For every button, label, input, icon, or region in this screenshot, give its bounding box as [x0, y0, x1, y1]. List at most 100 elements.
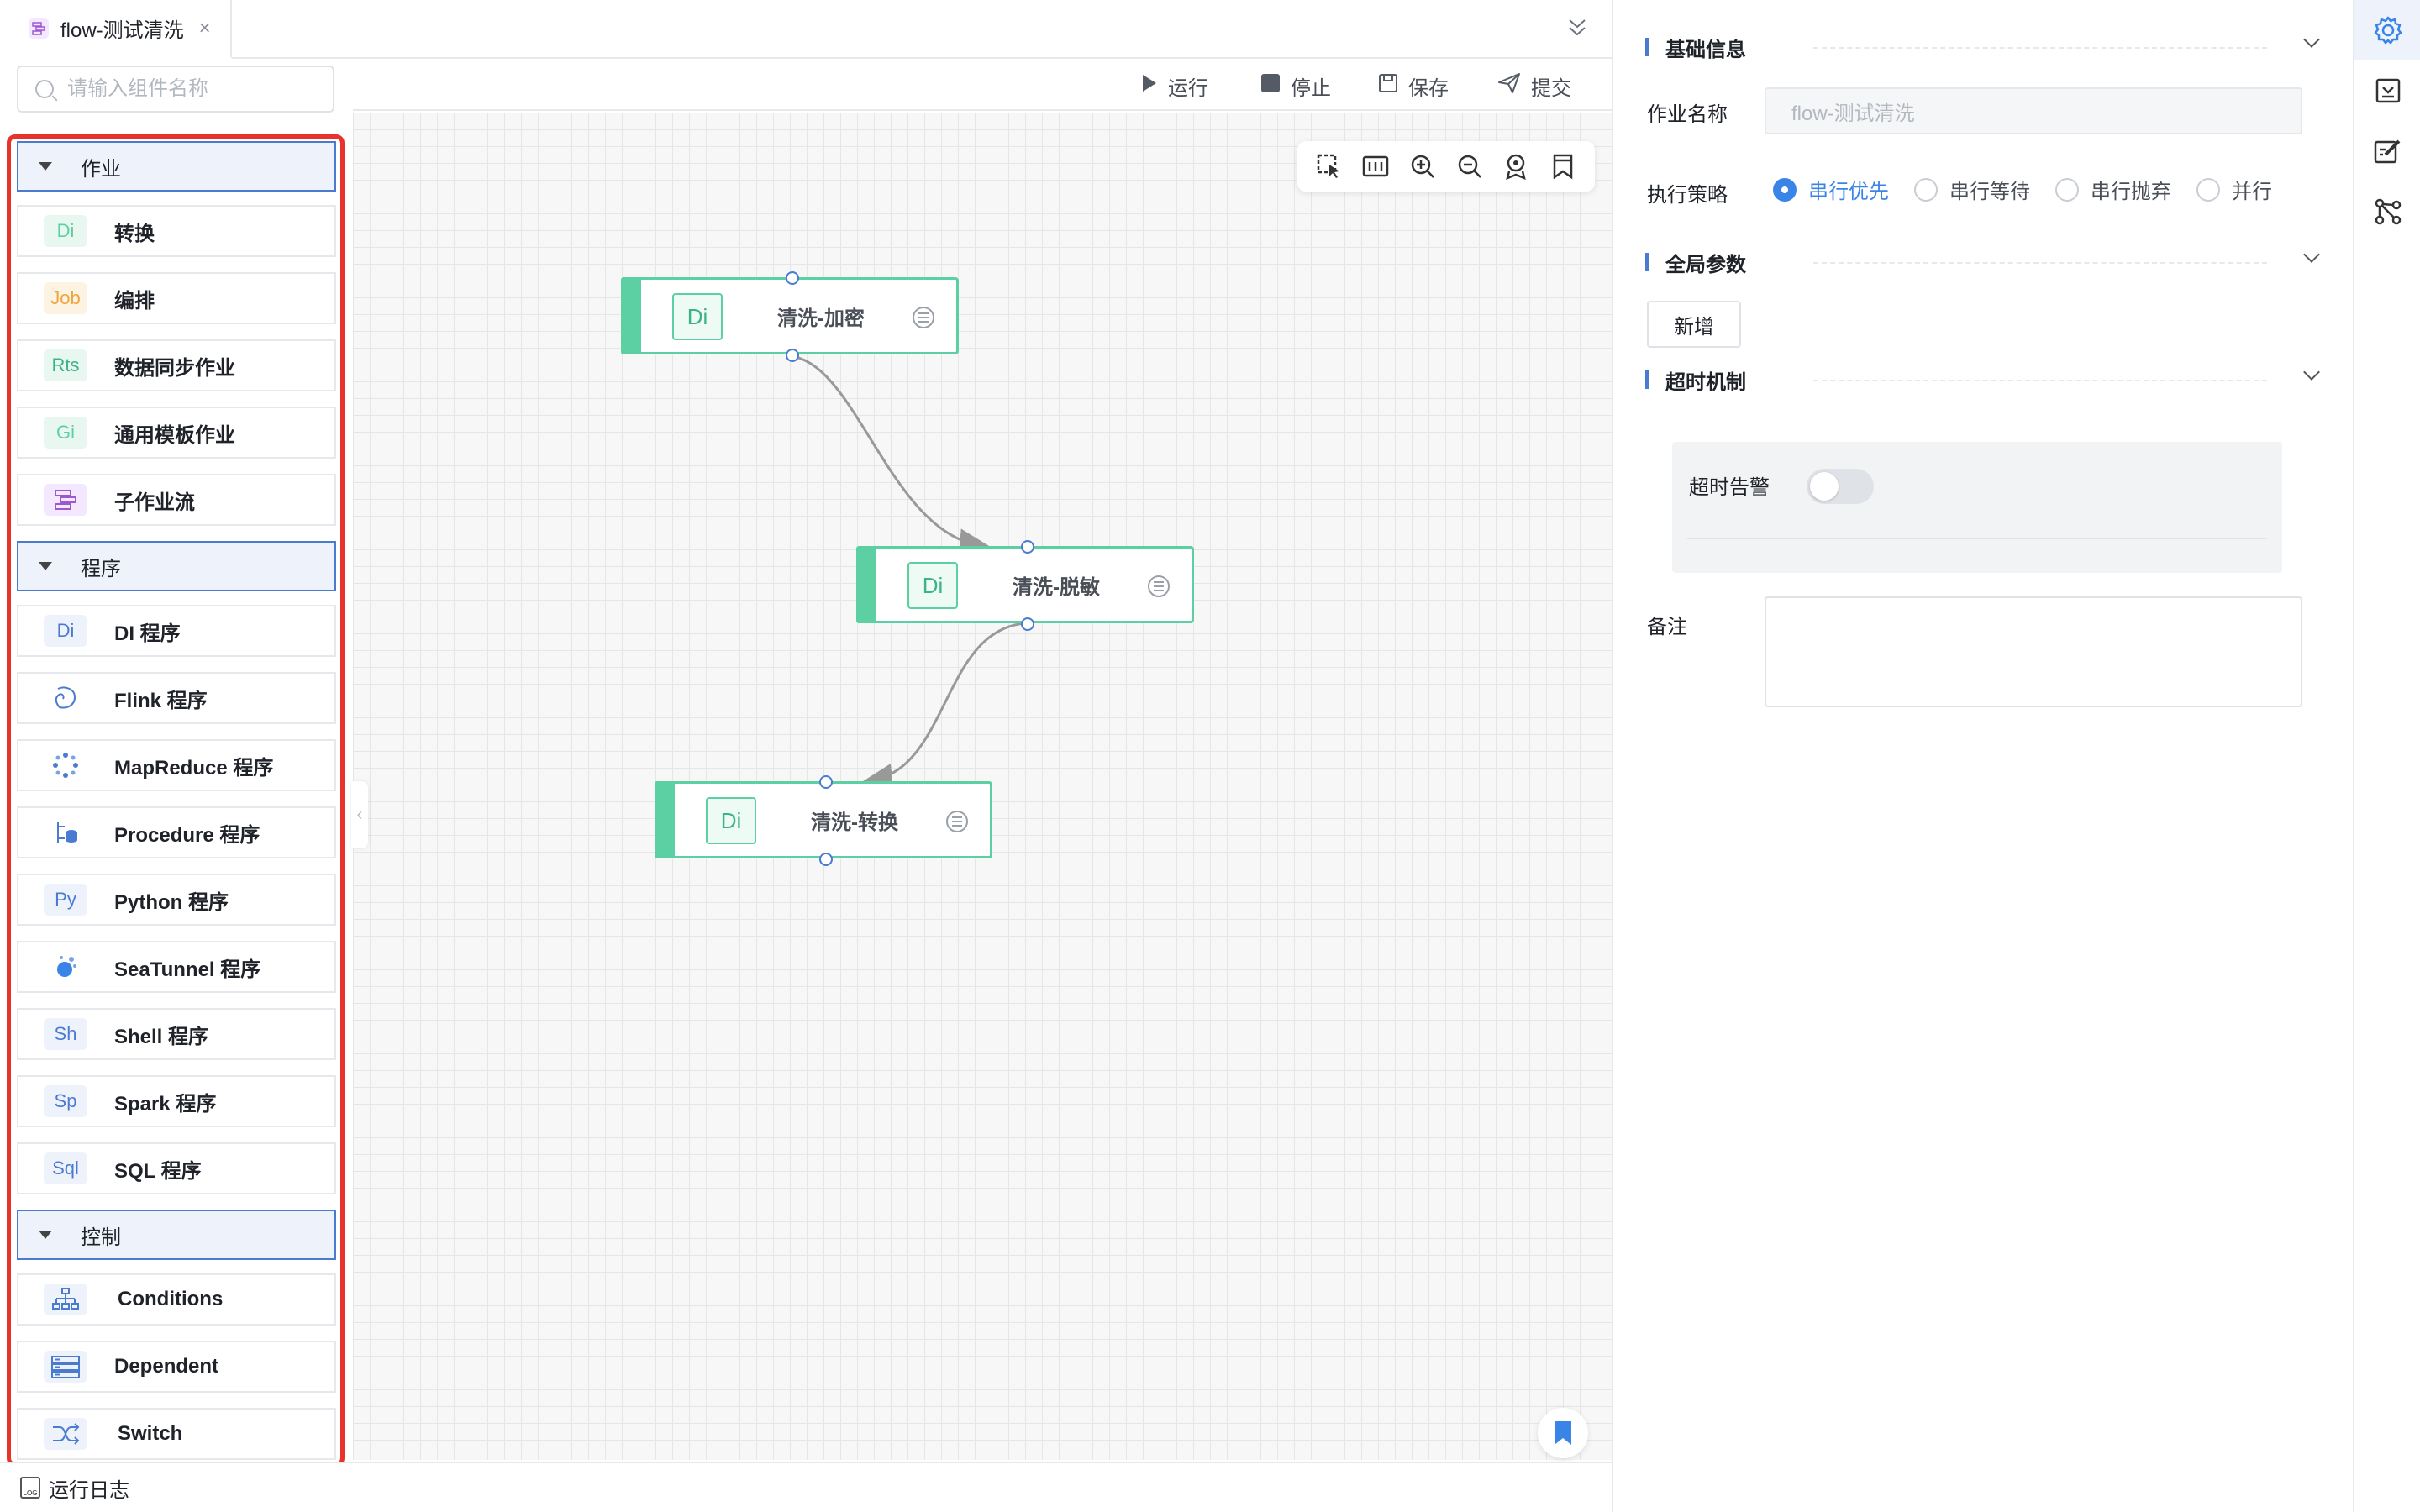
- submit-button[interactable]: 提交: [1497, 69, 1571, 102]
- rail-download[interactable]: [2354, 60, 2420, 121]
- radio-serial-wait[interactable]: 串行等待: [1914, 175, 2030, 204]
- chevron-down-icon[interactable]: [2303, 364, 2320, 381]
- download-box-icon: [2375, 78, 2401, 103]
- chevron-down-icon[interactable]: [2303, 31, 2320, 48]
- component-item-shell[interactable]: Sh Shell 程序: [17, 1008, 336, 1060]
- node-menu-icon[interactable]: [913, 307, 934, 328]
- component-item-python[interactable]: Py Python 程序: [17, 874, 336, 926]
- run-log-button[interactable]: 运行日志: [49, 1478, 129, 1502]
- di-icon: Di: [908, 562, 958, 609]
- zoom-out-icon[interactable]: [1453, 150, 1486, 183]
- save-button[interactable]: 保存: [1378, 69, 1449, 102]
- locate-icon[interactable]: [1499, 150, 1533, 183]
- properties-panel: 基础信息 作业名称 flow-测试清洗 执行策略 串行优先 串行等待 串行抛弃 …: [1613, 0, 2353, 1512]
- save-icon: [1378, 73, 1398, 99]
- component-label: Spark 程序: [114, 1092, 217, 1116]
- component-item-sql[interactable]: Sql SQL 程序: [17, 1142, 336, 1194]
- component-label: DI 程序: [114, 622, 181, 645]
- radio-label: 串行抛弃: [2091, 181, 2171, 203]
- component-label: 数据同步作业: [114, 356, 235, 380]
- gear-icon: [2374, 16, 2402, 45]
- add-param-button[interactable]: 新增: [1647, 301, 1741, 348]
- graph-icon: [2375, 198, 2402, 225]
- dependent-icon: [44, 1351, 87, 1383]
- component-item-spark[interactable]: Sp Spark 程序: [17, 1075, 336, 1127]
- radio-label: 串行等待: [1949, 181, 2030, 203]
- di-icon: Di: [44, 615, 87, 647]
- radio-serial-first[interactable]: 串行优先: [1773, 175, 1889, 204]
- section-global-params[interactable]: 全局参数: [1645, 245, 2320, 279]
- double-chevron-down-icon[interactable]: [1565, 15, 1590, 47]
- collapse-panel-handle[interactable]: ‹: [351, 781, 368, 848]
- component-item-dependent[interactable]: Dependent: [17, 1341, 336, 1393]
- section-marker: [1645, 370, 1649, 389]
- node-menu-icon[interactable]: [946, 811, 968, 832]
- component-item-flink[interactable]: Flink 程序: [17, 672, 336, 724]
- close-icon[interactable]: ×: [198, 16, 211, 39]
- stop-label: 停止: [1291, 76, 1331, 100]
- play-icon: [1141, 73, 1158, 99]
- port-out[interactable]: [786, 349, 799, 362]
- search-input[interactable]: [67, 77, 319, 101]
- component-item-procedure[interactable]: Procedure 程序: [17, 806, 336, 858]
- tab-flow[interactable]: flow-测试清洗 ×: [0, 0, 232, 59]
- save-label: 保存: [1408, 76, 1449, 100]
- node-menu-icon[interactable]: [1148, 575, 1170, 597]
- group-header-programs[interactable]: 程序: [17, 541, 336, 591]
- port-out[interactable]: [1021, 617, 1034, 631]
- conditions-icon: [44, 1284, 87, 1315]
- component-label: 转换: [114, 222, 155, 245]
- group-label: 程序: [81, 557, 121, 580]
- radio-dot: [2055, 177, 2079, 202]
- select-area-icon[interactable]: [1313, 150, 1346, 183]
- right-rail: [2353, 0, 2420, 1512]
- submit-label: 提交: [1531, 76, 1571, 100]
- bookmark-float-button[interactable]: [1538, 1408, 1588, 1458]
- stop-button[interactable]: 停止: [1260, 69, 1331, 102]
- rail-lineage[interactable]: [2354, 181, 2420, 242]
- section-timeout[interactable]: 超时机制: [1645, 363, 2320, 396]
- flow-node-transform[interactable]: Di 清洗-转换: [655, 775, 992, 866]
- rail-settings[interactable]: [2354, 0, 2420, 60]
- group-header-control[interactable]: 控制: [17, 1210, 336, 1260]
- component-item-di-program[interactable]: Di DI 程序: [17, 605, 336, 657]
- port-in[interactable]: [1021, 540, 1034, 554]
- component-item-orchestrate[interactable]: Job 编排: [17, 272, 336, 324]
- fit-view-icon[interactable]: [1359, 150, 1392, 183]
- run-button[interactable]: 运行: [1141, 69, 1208, 102]
- bookmark-icon[interactable]: [1546, 150, 1580, 183]
- remark-textarea[interactable]: [1765, 596, 2302, 707]
- port-in[interactable]: [819, 775, 833, 789]
- strategy-label: 执行策略: [1647, 184, 1728, 207]
- flow-node-encrypt[interactable]: Di 清洗-加密: [621, 271, 959, 362]
- component-label: Flink 程序: [114, 689, 208, 712]
- radio-parallel[interactable]: 并行: [2196, 175, 2272, 204]
- component-item-data-sync[interactable]: Rts 数据同步作业: [17, 339, 336, 391]
- chevron-down-icon[interactable]: [2303, 246, 2320, 263]
- component-item-mapreduce[interactable]: MapReduce 程序: [17, 739, 336, 791]
- node-label: 清洗-转换: [811, 811, 898, 834]
- job-name-label: 作业名称: [1647, 103, 1728, 126]
- section-divider: [1813, 47, 2267, 49]
- flow-node-mask[interactable]: Di 清洗-脱敏: [856, 540, 1194, 631]
- component-item-template-job[interactable]: Gi 通用模板作业: [17, 407, 336, 459]
- component-item-conditions[interactable]: Conditions: [17, 1273, 336, 1326]
- section-basic-info[interactable]: 基础信息: [1645, 30, 2320, 64]
- switch-icon: [44, 1418, 87, 1450]
- component-item-transform[interactable]: Di 转换: [17, 205, 336, 257]
- radio-serial-discard[interactable]: 串行抛弃: [2055, 175, 2171, 204]
- divider: [1687, 538, 2267, 539]
- subflow-icon: [44, 484, 87, 516]
- component-item-seatunnel[interactable]: SeaTunnel 程序: [17, 941, 336, 993]
- component-item-switch[interactable]: Switch: [17, 1408, 336, 1460]
- timeout-alert-toggle[interactable]: [1807, 469, 1874, 504]
- port-out[interactable]: [819, 853, 833, 866]
- component-label: SQL 程序: [114, 1159, 202, 1183]
- group-header-jobs[interactable]: 作业: [17, 141, 336, 192]
- canvas-zoom-toolbar: [1297, 141, 1595, 192]
- rail-edit[interactable]: [2354, 121, 2420, 181]
- component-item-subflow[interactable]: 子作业流: [17, 474, 336, 526]
- component-search[interactable]: [17, 66, 334, 113]
- zoom-in-icon[interactable]: [1406, 150, 1439, 183]
- port-in[interactable]: [786, 271, 799, 285]
